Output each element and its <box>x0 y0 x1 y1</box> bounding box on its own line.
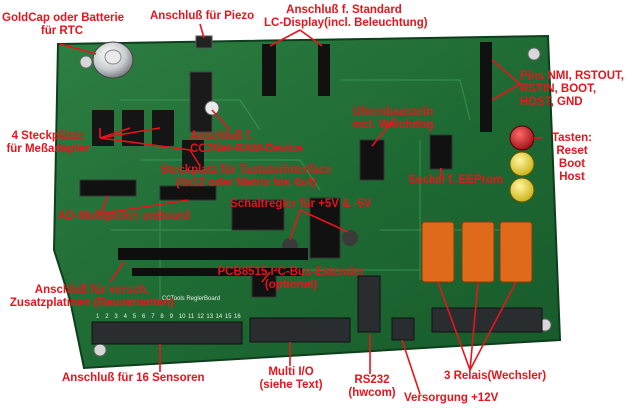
terminal-number: 9 <box>170 314 174 320</box>
terminal-number: 15 <box>225 314 232 320</box>
terminal-number: 14 <box>216 314 223 320</box>
label-cc2net: Anschluß f. CC2Net-RAM-Device <box>190 130 303 155</box>
label-i2c-extender: PCB8515 I²C-Bus-Extender (optional) <box>217 266 365 291</box>
label-rs232: RS232 (hwcom) <box>348 374 396 399</box>
label-measurement-slots: 4 Steckplätze für Meßadapter <box>6 130 90 155</box>
label-multi-io: Multi I/O (siehe Text) <box>259 366 323 391</box>
terminal-number: 10 <box>179 314 186 320</box>
label-addon-boards: Anschluß für versch. Zusatzplatinen (Bau… <box>9 284 175 309</box>
terminal-blocks <box>91 275 543 345</box>
goldcap-capacitor <box>92 41 134 79</box>
terminal-number: 5 <box>133 314 137 320</box>
lcd-header <box>262 44 330 96</box>
integrated-circuits <box>79 134 453 298</box>
addon-connector-2 <box>132 268 302 276</box>
terminal-number: 6 <box>142 314 146 320</box>
label-adc: AD-Multiplexer onBoard <box>58 210 190 222</box>
terminal-number: 2 <box>105 314 109 320</box>
label-buttons: Tasten: Reset Boot Host <box>551 132 593 183</box>
relays <box>421 221 533 283</box>
terminal-number: 16 <box>234 314 241 320</box>
annotation-lines <box>59 23 542 395</box>
label-lcd: Anschluß f. Standard LC-Display(incl. Be… <box>264 4 428 29</box>
terminal-number: 11 <box>188 314 195 320</box>
buttons <box>509 125 535 203</box>
label-supply: Versorgung +12V <box>404 392 499 404</box>
label-regulator: Schaltregler für +5V & -5V <box>230 198 372 210</box>
label-relays: 3 Relais(Wechsler) <box>444 370 547 382</box>
control-pin-header <box>480 42 492 132</box>
terminal-number: 1 <box>96 314 100 320</box>
terminal-number: 13 <box>206 314 213 320</box>
addon-connector <box>118 248 308 260</box>
terminal-number: 4 <box>124 314 128 320</box>
board-title-text: CCTools ReglerBoard <box>162 296 220 302</box>
terminal-number: 7 <box>151 314 155 320</box>
label-sensors: Anschluß für 16 Sensoren <box>62 372 205 384</box>
label-piezo: Anschluß für Piezo <box>150 10 255 22</box>
terminal-number: 8 <box>160 314 164 320</box>
label-control-pins: Pins NMI, RSTOUT, RSTIN, BOOT, HOST, GND <box>520 70 624 108</box>
label-rtc: GoldCap oder Batterie für RTC <box>2 12 125 37</box>
label-watchdog: Uhrenbaustein incl. Watchdog <box>352 106 434 131</box>
terminal-number: 12 <box>197 314 204 320</box>
label-eeprom: Sockel f. EEProm <box>408 174 504 186</box>
label-keypad: Steckplatz für Tastaturinterface (4x12 o… <box>160 164 332 189</box>
terminal-number: 3 <box>114 314 118 320</box>
